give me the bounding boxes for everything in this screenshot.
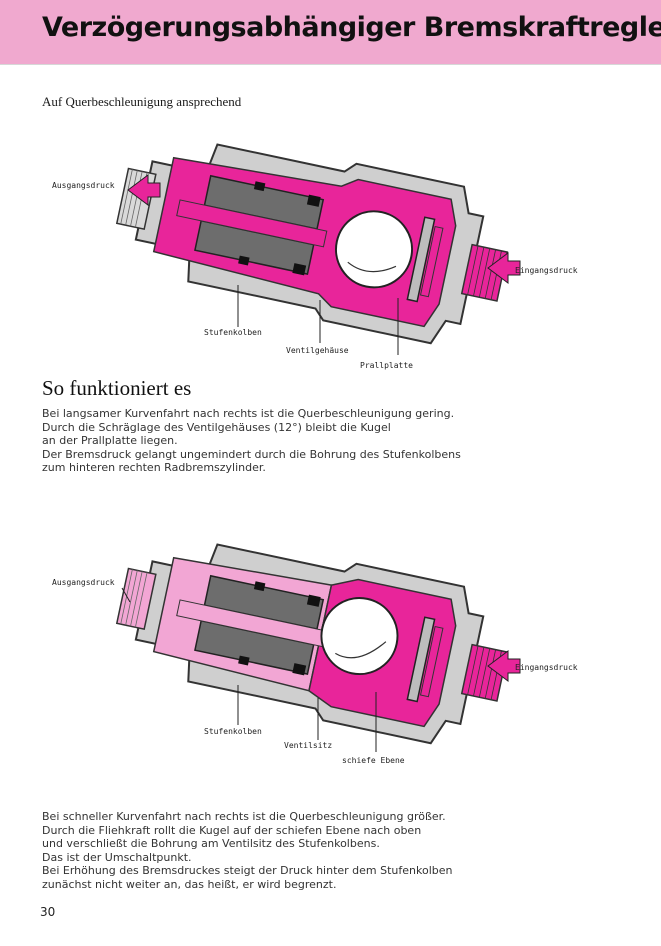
section-title: So funktioniert es bbox=[42, 376, 192, 400]
paragraph-2-line: Durch die Fliehkraft rollt die Kugel auf… bbox=[42, 823, 422, 837]
piston-bore bbox=[176, 199, 328, 248]
label-ausgangsdruck-2: Ausgangsdruck bbox=[52, 578, 115, 587]
paragraph-2-line: Das ist der Umschaltpunkt. bbox=[42, 850, 192, 864]
paragraph-1-line: Durch die Schräglage des Ventilgehäuses … bbox=[42, 420, 391, 434]
paragraph-2-line: Bei schneller Kurvenfahrt nach rechts is… bbox=[42, 810, 446, 823]
label-eingangsdruck-2: Eingangsdruck bbox=[515, 663, 578, 672]
label-ausgangsdruck-1: Ausgangsdruck bbox=[52, 181, 115, 190]
impact-plate bbox=[406, 216, 436, 303]
label-prallplatte: Prallplatte bbox=[360, 361, 413, 370]
label-ventilgehaeuse: Ventilgehäuse bbox=[286, 346, 349, 355]
paragraph-1: Bei langsamer Kurvenfahrt nach rechts is… bbox=[42, 407, 512, 475]
paragraph-2-line: Bei Erhöhung des Bremsdruckes steigt der… bbox=[42, 864, 453, 878]
label-stufenkolben-1: Stufenkolben bbox=[204, 328, 262, 337]
label-eingangsdruck-1: Eingangsdruck bbox=[515, 266, 578, 275]
label-schiefe-ebene: schiefe Ebene bbox=[342, 756, 405, 765]
paragraph-1-line: zum hinteren rechten Radbremszylinder. bbox=[42, 461, 266, 475]
header-banner: Verzögerungsabhängiger Bremskraftregler bbox=[0, 0, 661, 64]
ball bbox=[320, 597, 399, 676]
ball bbox=[335, 210, 414, 289]
label-ventilsitz: Ventilsitz bbox=[284, 741, 333, 750]
page-number: 30 bbox=[40, 905, 56, 919]
paragraph-2-line: zunächst nicht weiter an, das heißt, er … bbox=[42, 877, 337, 891]
paragraph-2-line: und verschließt die Bohrung am Ventilsit… bbox=[42, 837, 380, 851]
inlet-arrow bbox=[487, 252, 521, 284]
paragraph-1-line: Bei langsamer Kurvenfahrt nach rechts is… bbox=[42, 407, 455, 420]
valve-illustration-1 bbox=[115, 143, 521, 355]
outlet-arrow bbox=[127, 174, 161, 206]
paragraph-2: Bei schneller Kurvenfahrt nach rechts is… bbox=[42, 810, 512, 892]
valve-illustration-2 bbox=[115, 543, 521, 752]
paragraph-1-line: an der Prallplatte liegen. bbox=[42, 434, 178, 448]
header-divider bbox=[0, 64, 661, 65]
page-title: Verzögerungsabhängiger Bremskraftregler bbox=[42, 12, 661, 43]
valve-diagram-ball-rolled: Ausgangsdruck Eingangsdruck Stufenkolben… bbox=[0, 530, 661, 780]
label-stufenkolben-2: Stufenkolben bbox=[204, 727, 262, 736]
inclined-plane bbox=[406, 616, 436, 703]
valve-diagram-ball-resting: Ausgangsdruck Eingangsdruck Stufenkolben… bbox=[0, 130, 661, 380]
inlet-arrow bbox=[487, 650, 521, 682]
subtitle: Auf Querbeschleunigung ansprechend bbox=[42, 94, 242, 109]
paragraph-1-line: Der Bremsdruck gelangt ungemindert durch… bbox=[42, 447, 461, 461]
